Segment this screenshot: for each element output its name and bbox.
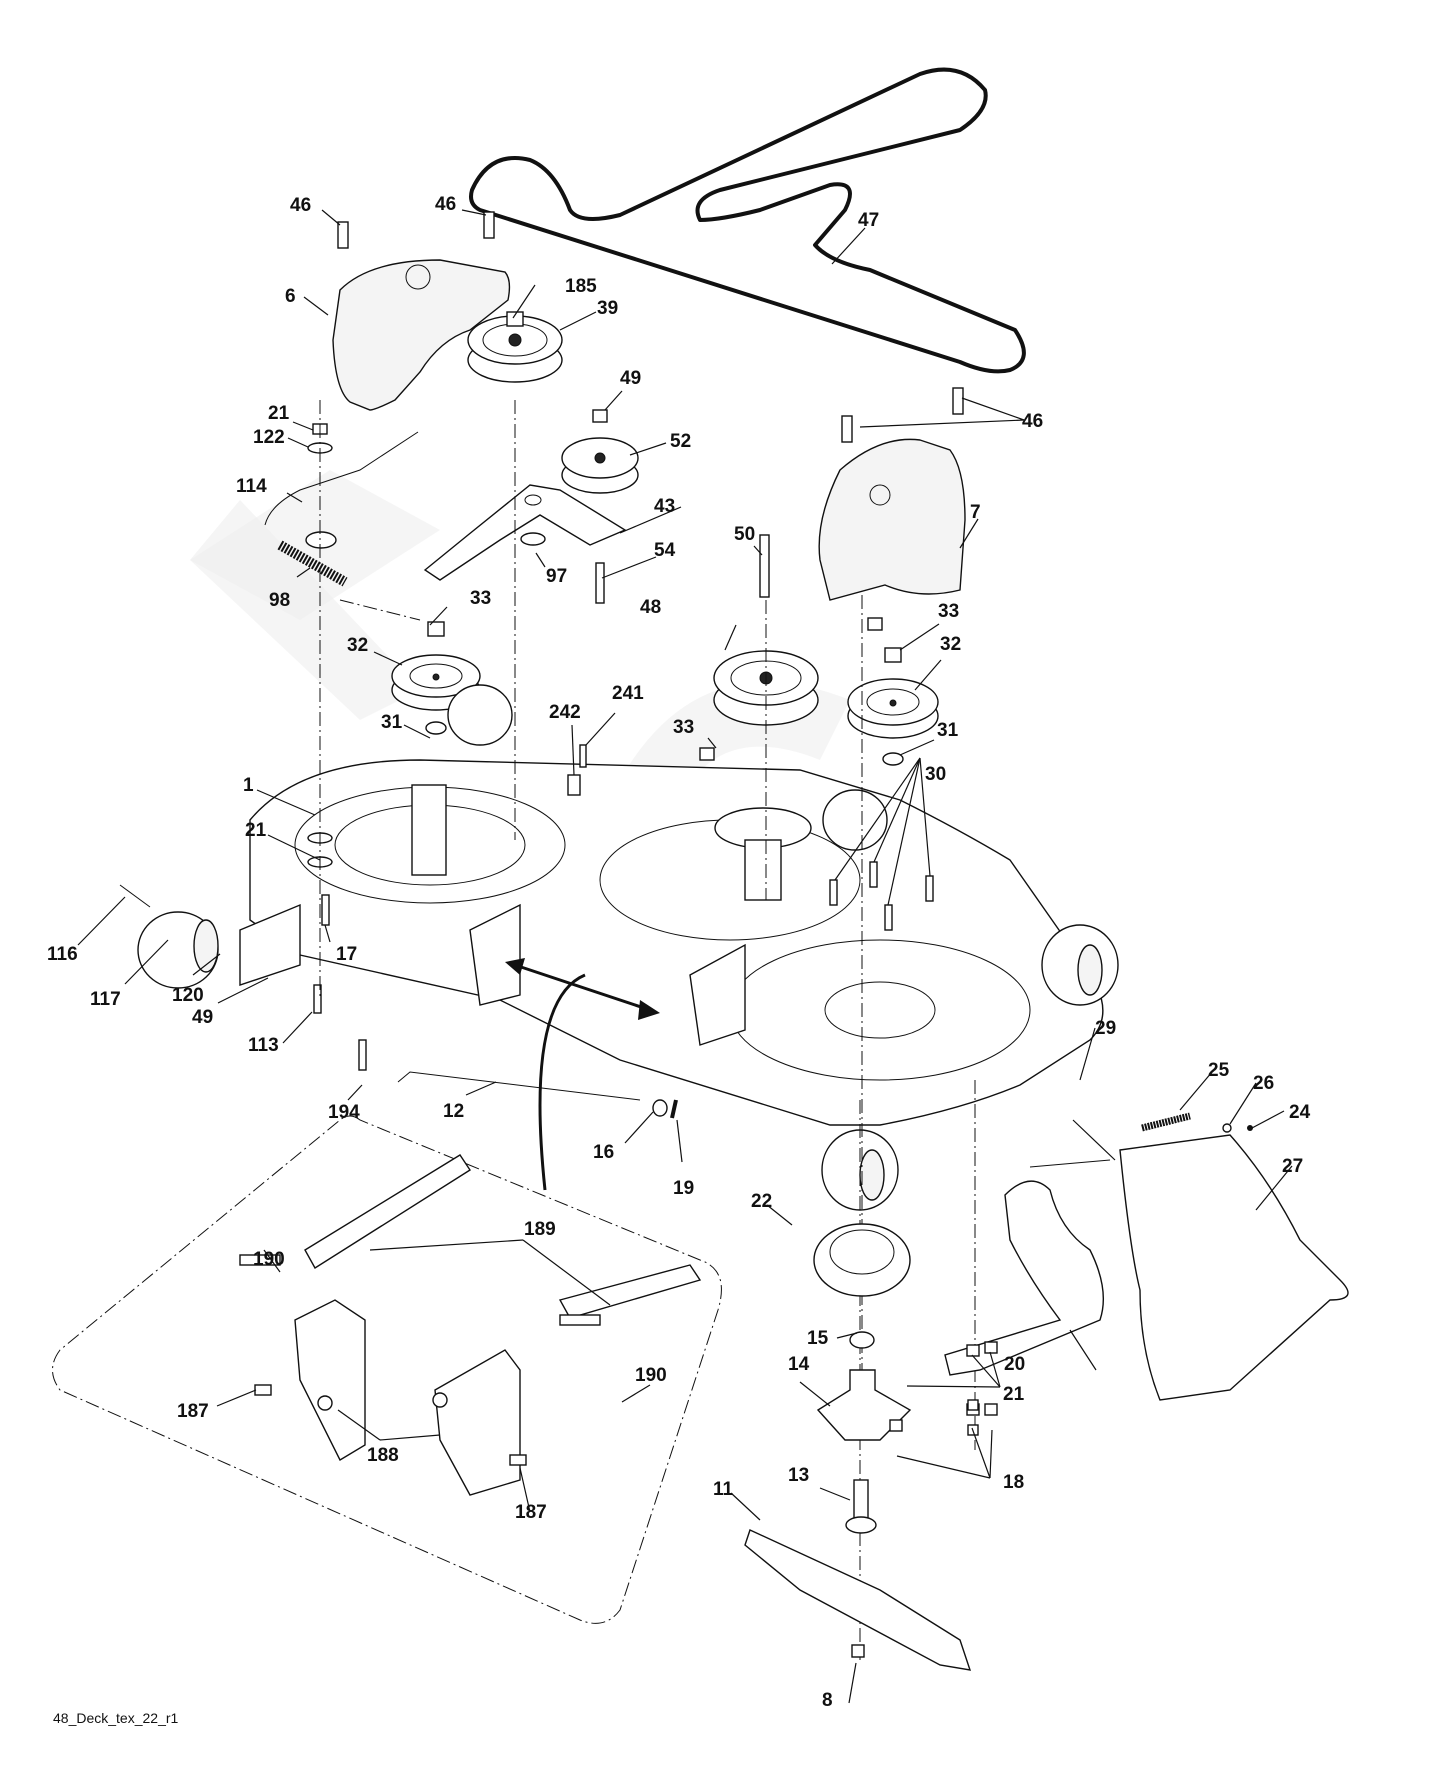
drawing-code: 48_Deck_tex_22_r1 — [53, 1710, 179, 1726]
callout-18: 18 — [1003, 1472, 1024, 1493]
callout-22: 22 — [751, 1191, 772, 1212]
callout-25: 25 — [1208, 1060, 1230, 1081]
callout-26: 26 — [1253, 1073, 1274, 1094]
callout-33b: 33 — [938, 601, 959, 622]
stabilizer-rod-12 — [397, 1071, 678, 1119]
callout-31b: 31 — [937, 720, 959, 741]
gauge-wheel-right — [1041, 924, 1119, 1006]
callout-33c: 33 — [673, 717, 694, 738]
callout-13: 13 — [788, 1465, 809, 1486]
deck-housing-1 — [249, 759, 1104, 1126]
callout-49a: 49 — [620, 368, 641, 389]
callout-15: 15 — [807, 1328, 829, 1349]
small-fasteners — [119, 617, 934, 1071]
bolt-50 — [759, 534, 770, 598]
adjust-arrow — [505, 958, 660, 1191]
callout-19: 19 — [673, 1178, 694, 1199]
callout-1: 1 — [243, 775, 254, 796]
callout-50: 50 — [734, 524, 755, 545]
bolts-46 — [337, 211, 964, 443]
callout-98: 98 — [269, 590, 290, 611]
bolt-54 — [595, 562, 605, 604]
callout-20: 20 — [1004, 1354, 1025, 1375]
alignment-lines — [319, 400, 976, 1660]
callout-116: 116 — [47, 944, 78, 965]
callout-187a: 187 — [177, 1401, 209, 1422]
callout-6: 6 — [285, 286, 296, 307]
callout-52: 52 — [670, 431, 691, 452]
callout-49b: 49 — [192, 1007, 213, 1028]
idler-pulley-39 — [467, 311, 563, 383]
callout-30: 30 — [925, 764, 946, 785]
callout-21b: 21 — [245, 820, 267, 841]
right-belt-cover — [818, 438, 966, 601]
callout-46a: 46 — [290, 195, 311, 216]
idler-pulley-52 — [561, 409, 639, 494]
callout-43: 43 — [654, 496, 675, 517]
drive-belt — [469, 67, 1026, 374]
discharge-chute-assembly — [944, 1112, 1349, 1401]
callout-54: 54 — [654, 540, 676, 561]
callout-187b: 187 — [515, 1502, 547, 1523]
gauge-wheel-front — [821, 1129, 899, 1211]
callout-194: 194 — [328, 1102, 360, 1123]
callout-241: 241 — [612, 683, 644, 704]
callout-16: 16 — [593, 1142, 614, 1163]
callout-8: 8 — [822, 1690, 833, 1711]
callout-27: 27 — [1282, 1156, 1303, 1177]
callout-97: 97 — [546, 566, 567, 587]
idler-rod-114 — [264, 431, 419, 549]
callout-21a: 21 — [268, 403, 290, 424]
callout-120: 120 — [172, 985, 204, 1006]
callout-12: 12 — [443, 1101, 464, 1122]
callout-32b: 32 — [940, 634, 961, 655]
callout-7: 7 — [970, 502, 981, 523]
spindle-stack — [744, 1223, 972, 1671]
leader-lines — [77, 209, 1293, 1704]
callout-190b: 190 — [635, 1365, 667, 1386]
callout-48: 48 — [640, 597, 661, 618]
gauge-wheel-top-left — [447, 684, 513, 746]
callout-190a: 190 — [253, 1249, 285, 1270]
callout-39: 39 — [597, 298, 618, 319]
callout-46b: 46 — [435, 194, 456, 215]
callout-14: 14 — [788, 1354, 810, 1375]
wheel-bracket-left — [239, 903, 301, 986]
callout-33a: 33 — [470, 588, 491, 609]
callout-32a: 32 — [347, 635, 368, 656]
idler-pulley-48 — [713, 650, 819, 726]
callout-114: 114 — [236, 476, 267, 497]
callout-242: 242 — [549, 702, 581, 723]
callout-185: 185 — [565, 276, 597, 297]
spindle-pulley-32-right — [847, 647, 939, 739]
callout-21c: 21 — [1003, 1384, 1025, 1405]
inset-region — [52, 1115, 722, 1624]
callout-labels: 46 46 47 6 185 39 49 52 21 122 46 114 43… — [47, 194, 1311, 1711]
callout-189: 189 — [524, 1219, 556, 1240]
callout-188: 188 — [367, 1445, 399, 1466]
callout-11: 11 — [713, 1479, 734, 1500]
callout-31a: 31 — [381, 712, 403, 733]
gauge-wheel-117 — [137, 911, 219, 989]
idler-arm-43 — [423, 484, 627, 581]
callout-29: 29 — [1095, 1018, 1116, 1039]
left-belt-cover — [332, 259, 511, 411]
spring-98 — [277, 540, 348, 587]
callout-113: 113 — [248, 1035, 279, 1056]
callout-17: 17 — [336, 944, 357, 965]
gauge-wheel-top-right — [822, 789, 888, 851]
callout-46c: 46 — [1022, 411, 1043, 432]
callout-117: 117 — [90, 989, 121, 1010]
callout-122: 122 — [253, 427, 285, 448]
callout-24: 24 — [1289, 1102, 1311, 1123]
callout-47: 47 — [858, 210, 879, 231]
